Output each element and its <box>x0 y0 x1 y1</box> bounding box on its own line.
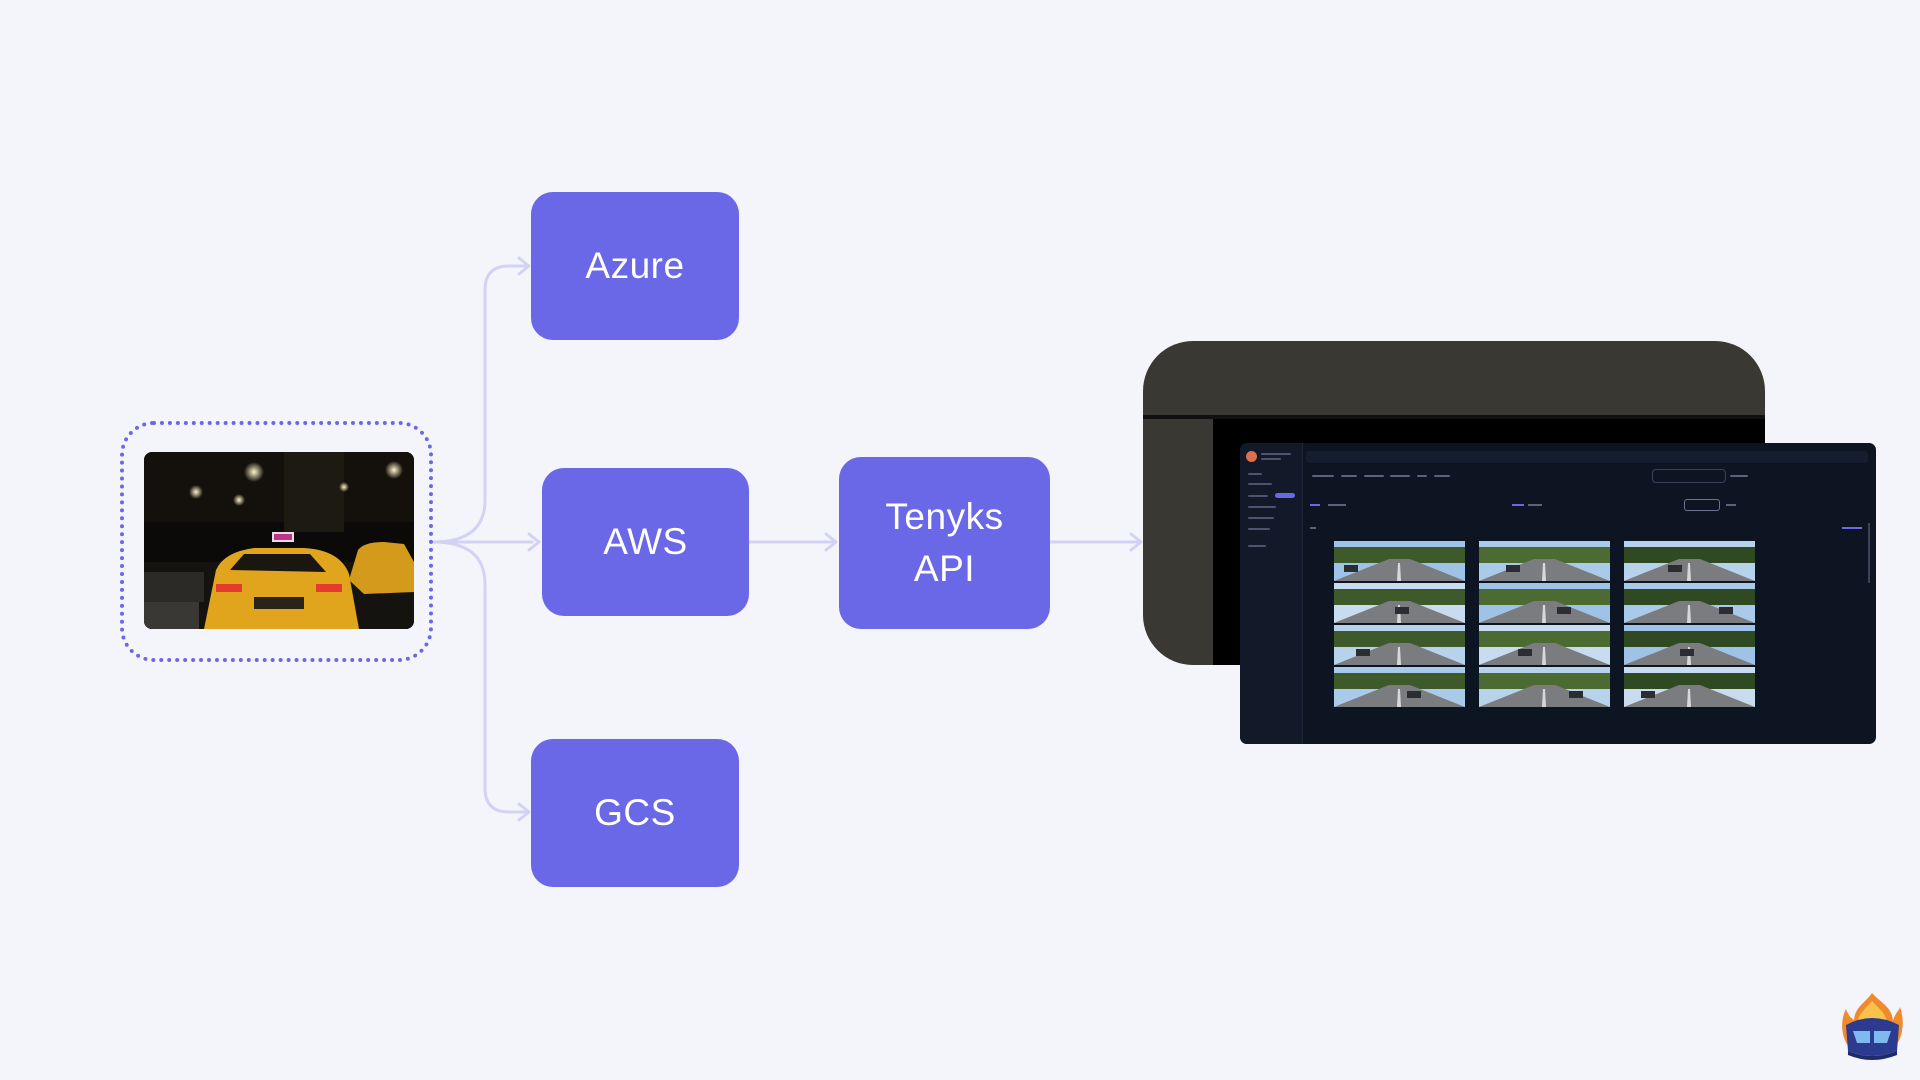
tenyks-api-node: Tenyks API <box>839 457 1050 629</box>
street-thumbnail <box>1479 667 1610 707</box>
toolbar-item <box>1528 504 1542 506</box>
aws-node: AWS <box>542 468 749 616</box>
arrowhead-api <box>824 532 838 552</box>
dashboard-scrollbar <box>1868 523 1870 583</box>
filter-chip <box>1434 475 1450 477</box>
arrowhead-aws <box>527 532 541 552</box>
street-thumbnail <box>1479 583 1610 623</box>
sidebar-item-line <box>1248 528 1270 530</box>
flame-helmet-logo <box>1837 991 1908 1062</box>
toolbar-item <box>1328 504 1346 506</box>
toggle-group <box>1652 469 1726 483</box>
tenyks-api-label: Tenyks API <box>885 496 1004 589</box>
gcs-label: GCS <box>594 792 676 833</box>
toolbar-item <box>1512 504 1524 506</box>
night-taxi-photo <box>144 452 414 629</box>
avatar <box>1246 451 1257 462</box>
street-thumbnail <box>1479 541 1610 581</box>
street-thumbnail <box>1334 583 1465 623</box>
sidebar-item-line <box>1248 517 1274 519</box>
gcs-node: GCS <box>531 739 739 887</box>
toolbar-item <box>1310 527 1316 529</box>
source-image-frame <box>120 421 433 662</box>
filter-chip <box>1341 475 1357 477</box>
toolbar-item <box>1726 504 1736 506</box>
street-thumbnail <box>1624 541 1755 581</box>
azure-node: Azure <box>531 192 739 340</box>
connector-branch-to-azure <box>431 264 529 544</box>
azure-label: Azure <box>585 245 685 286</box>
street-thumbnail <box>1479 625 1610 665</box>
arrowhead-gcs <box>517 802 531 822</box>
sidebar-user-line <box>1261 453 1291 455</box>
dashboard-search-bar <box>1306 451 1868 463</box>
dashboard-button <box>1684 499 1720 511</box>
sidebar-item-line <box>1248 495 1268 497</box>
street-thumbnail <box>1624 583 1755 623</box>
sidebar-badge <box>1275 493 1295 498</box>
street-thumbnail <box>1334 541 1465 581</box>
sidebar-item-line <box>1248 545 1266 547</box>
aws-label: AWS <box>603 521 688 562</box>
street-thumbnail <box>1624 667 1755 707</box>
arrowhead-azure <box>517 256 531 276</box>
arrowhead-dashboard <box>1129 532 1143 552</box>
toolbar-item <box>1842 527 1862 529</box>
sidebar-item-line <box>1248 506 1276 508</box>
monitor-bezel-line <box>1143 415 1765 419</box>
filter-chip <box>1390 475 1410 477</box>
toolbar-item <box>1310 504 1320 506</box>
dashboard-sidebar <box>1240 443 1303 744</box>
filter-chip <box>1730 475 1748 477</box>
street-thumbnail <box>1624 625 1755 665</box>
sidebar-item-line <box>1248 483 1272 485</box>
sidebar-user-subline <box>1261 458 1281 460</box>
filter-chip <box>1364 475 1384 477</box>
filter-chip <box>1312 475 1334 477</box>
connector-branch-to-gcs <box>431 540 529 814</box>
street-thumbnail <box>1334 667 1465 707</box>
dashboard-screenshot <box>1240 443 1876 744</box>
street-thumbnail <box>1334 625 1465 665</box>
sidebar-section-line <box>1248 473 1262 475</box>
filter-chip <box>1417 475 1427 477</box>
